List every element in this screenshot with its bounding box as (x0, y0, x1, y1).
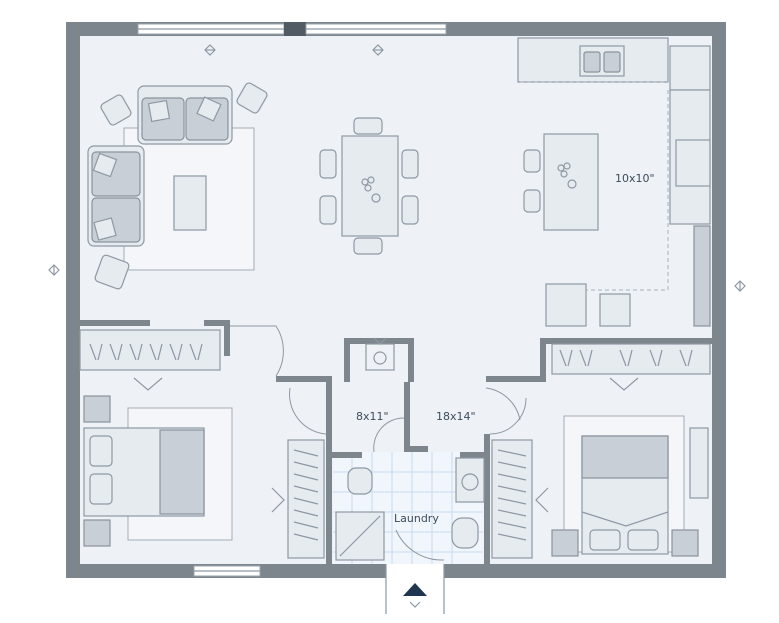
nightstand-left-right (551, 529, 579, 557)
entry-arrow-icon (403, 583, 427, 596)
refrigerator (669, 45, 711, 91)
wardrobe-left (287, 439, 325, 559)
diamond-marker-icon (48, 264, 60, 276)
entry-chevron-icon (409, 601, 421, 608)
stove (675, 139, 711, 187)
wardrobe-right (491, 439, 533, 559)
washer-icon (365, 337, 395, 371)
kitchen-sink-corner (599, 293, 631, 327)
armchair-3 (94, 254, 130, 290)
nightstand-bottom-left (83, 519, 111, 547)
nightstand-top-left (83, 395, 111, 423)
kitchen-island (543, 133, 599, 231)
flower-vase-icon (361, 176, 381, 203)
coffee-table (173, 175, 207, 231)
windows (137, 22, 447, 577)
closet-right (551, 343, 711, 375)
toilet-left (347, 467, 373, 495)
room-size-hall-b: 18x14" (436, 410, 476, 423)
dining-area (319, 117, 419, 255)
entry-door (385, 564, 445, 614)
armchair-1 (100, 94, 132, 126)
closet-left (79, 329, 221, 371)
room-size-kitchen: 10x10" (615, 172, 655, 185)
bathroom (335, 457, 485, 561)
dishwasher (545, 283, 587, 327)
door-swings (230, 325, 527, 561)
hangers-left (89, 343, 203, 361)
bedroom-right (491, 343, 711, 559)
tv-stand (689, 427, 709, 499)
flower-vase-icon (557, 162, 577, 189)
laundry-label: Laundry (394, 512, 439, 525)
dimension-markers (48, 44, 746, 292)
diamond-marker-icon (372, 44, 384, 56)
interior-walls (80, 320, 712, 564)
sink-bath (455, 457, 485, 503)
living-area (87, 82, 268, 290)
kitchen: 10x10" (517, 37, 711, 327)
bedroom-left (79, 329, 325, 559)
diamond-marker-icon (734, 280, 746, 292)
room-size-hall-a: 8x11" (356, 410, 389, 423)
armchair-2 (236, 82, 268, 114)
diamond-marker-icon (204, 44, 216, 56)
toilet-right (451, 517, 479, 549)
nightstand-right-right (671, 529, 699, 557)
